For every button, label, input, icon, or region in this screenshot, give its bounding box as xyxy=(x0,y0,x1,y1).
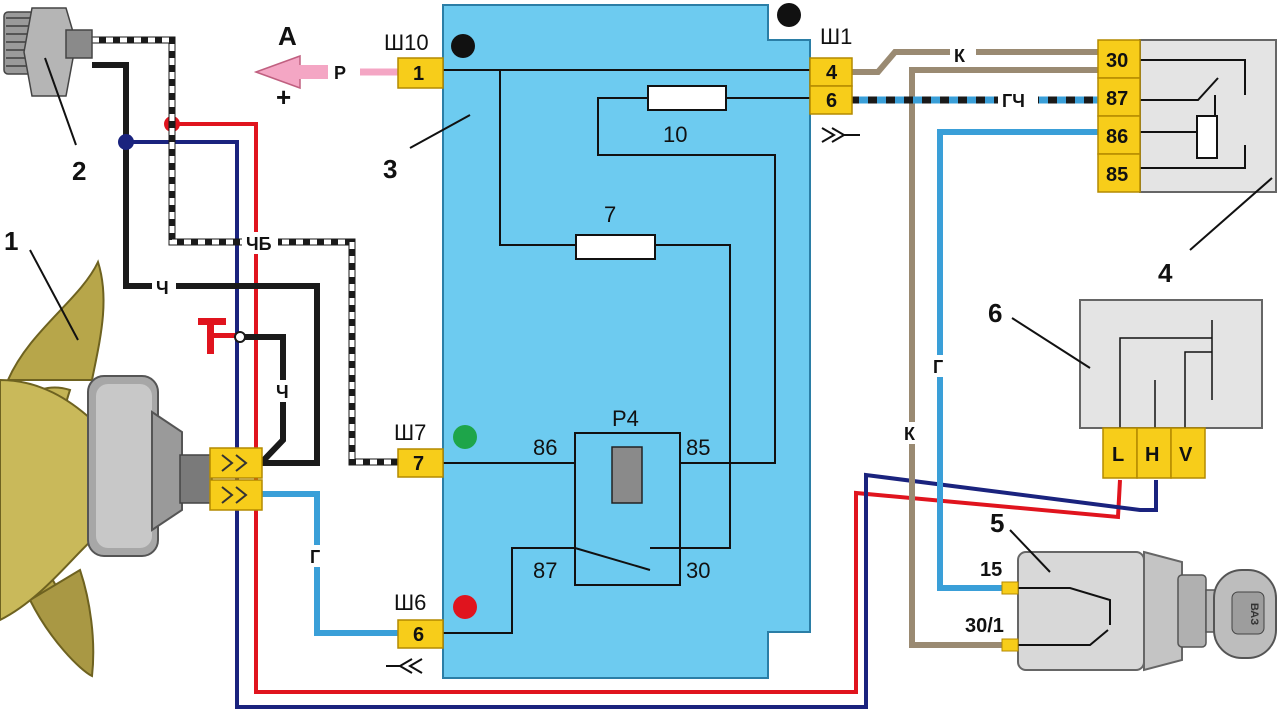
temp-sensor xyxy=(3,7,93,97)
svg-text:Ч: Ч xyxy=(156,278,169,298)
relay-p4-pin-30: 30 xyxy=(686,558,710,583)
switch-pin-15: 15 xyxy=(980,559,1002,581)
plug-symbol-sh1 xyxy=(821,127,860,143)
svg-text:К: К xyxy=(954,46,966,66)
svg-text:85: 85 xyxy=(1106,164,1128,186)
plug-symbol-sh6 xyxy=(386,658,423,674)
label-5: 5 xyxy=(990,508,1004,538)
svg-text:ГЧ: ГЧ xyxy=(1002,91,1025,111)
relay-6: L H V xyxy=(1079,299,1263,479)
connector-sh7-label: Ш7 xyxy=(394,420,426,445)
wire-brown-top xyxy=(850,49,1098,75)
svg-text:Ч: Ч xyxy=(276,382,289,402)
connector-sh7: 7 xyxy=(397,448,444,478)
wire-light-blue-relay xyxy=(937,129,1098,591)
leader-3 xyxy=(409,114,471,149)
wire-label-r: Р xyxy=(330,60,354,84)
connector-sh1-label: Ш1 xyxy=(820,24,852,49)
leader-2 xyxy=(44,57,77,146)
svg-text:V: V xyxy=(1179,444,1193,466)
wire-label-g-mid: Г xyxy=(929,355,953,377)
relay-p4-pin-86: 86 xyxy=(533,435,557,460)
svg-text:30: 30 xyxy=(1106,50,1128,72)
connector-sh10-label: Ш10 xyxy=(384,30,429,55)
wire-black-sensor xyxy=(92,62,320,466)
svg-text:Р: Р xyxy=(334,63,346,83)
fan-motor xyxy=(0,259,213,678)
wire-red xyxy=(172,122,1122,694)
connector-sh10: 1 xyxy=(397,57,444,89)
svg-text:ЧБ: ЧБ xyxy=(246,234,272,254)
svg-text:86: 86 xyxy=(1106,126,1128,148)
svg-text:6: 6 xyxy=(826,90,837,112)
wire-dark-blue xyxy=(126,140,1158,709)
relay-4 xyxy=(1139,39,1277,193)
label-6: 6 xyxy=(988,298,1002,328)
svg-text:6: 6 xyxy=(413,624,424,646)
ignition-switch xyxy=(1001,550,1207,672)
svg-text:87: 87 xyxy=(1106,88,1128,110)
label-2: 2 xyxy=(72,156,86,186)
fan-connector xyxy=(209,447,263,511)
leader-4 xyxy=(1189,177,1273,251)
plus-sign: + xyxy=(276,82,291,112)
red-indicator xyxy=(453,595,477,619)
wire-label-ch2: Ч xyxy=(272,380,296,402)
svg-text:Г: Г xyxy=(310,547,320,567)
fuse-10 xyxy=(647,85,727,111)
junction-blue xyxy=(118,134,134,150)
wire-label-chb: ЧБ xyxy=(242,232,278,254)
svg-text:К: К xyxy=(904,424,916,444)
relay-p4-pin-85: 85 xyxy=(686,435,710,460)
svg-text:4: 4 xyxy=(826,62,838,84)
connector-sh6-label: Ш6 xyxy=(394,590,426,615)
block-hole-right xyxy=(777,3,801,27)
relay-p4-pin-87: 87 xyxy=(533,558,557,583)
ignition-key: ВАЗ xyxy=(1205,569,1277,659)
block-hole-left xyxy=(451,34,475,58)
relay-p4-label: Р4 xyxy=(612,406,639,431)
wire-label-ch1: Ч xyxy=(152,276,176,298)
label-4: 4 xyxy=(1158,258,1173,288)
leader-1 xyxy=(29,249,79,341)
arrow-a-label: А xyxy=(278,21,297,51)
wire-label-g-left: Г xyxy=(306,545,330,567)
svg-text:1: 1 xyxy=(413,63,424,85)
fuse-10-label: 10 xyxy=(663,122,687,147)
leader-6 xyxy=(1011,317,1091,369)
svg-text:H: H xyxy=(1145,444,1159,466)
switch-pin-30-1: 30/1 xyxy=(965,615,1004,637)
wire-label-k-top: К xyxy=(950,42,976,66)
svg-text:L: L xyxy=(1112,444,1124,466)
connector-sh6: 6 xyxy=(397,619,444,649)
fuse-7-label: 7 xyxy=(604,202,616,227)
relay-4-pins: 30 87 86 85 xyxy=(1097,39,1141,193)
wire-label-gch: ГЧ xyxy=(998,88,1038,112)
label-1: 1 xyxy=(4,226,18,256)
svg-text:Г: Г xyxy=(933,357,943,377)
ground-symbol xyxy=(198,318,246,354)
wire-brown-switch xyxy=(909,67,1098,648)
arrow-a-tail xyxy=(298,65,328,79)
connector-sh1: 4 6 xyxy=(809,57,853,115)
label-3: 3 xyxy=(383,154,397,184)
leader-5 xyxy=(1009,529,1051,573)
mounting-block xyxy=(442,4,811,679)
key-brand: ВАЗ xyxy=(1248,603,1260,625)
wire-label-k-mid: К xyxy=(900,422,926,444)
green-indicator xyxy=(453,425,477,449)
fuse-7 xyxy=(575,234,656,260)
svg-text:7: 7 xyxy=(413,453,424,475)
relay-p4-coil xyxy=(611,446,643,504)
block-internal-circuit xyxy=(443,69,810,634)
